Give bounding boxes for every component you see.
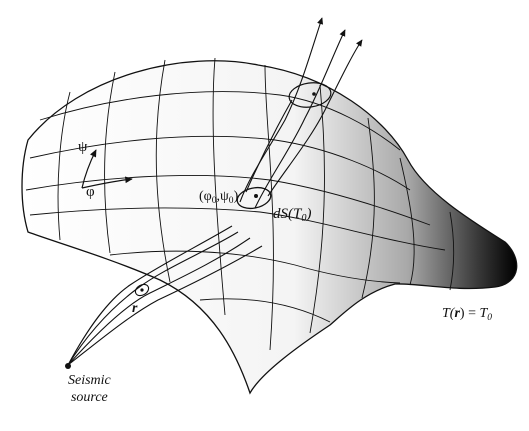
seismic-source-point bbox=[65, 363, 71, 369]
area-element-label: dS(T0) bbox=[273, 207, 311, 224]
wavefront-equation-label: T(r) = T0 bbox=[442, 307, 492, 323]
tube-point-upper bbox=[312, 92, 316, 96]
tube-point-dS bbox=[254, 194, 258, 198]
phi-label: φ bbox=[86, 185, 95, 200]
psi-label: ψ bbox=[78, 140, 87, 155]
position-vector-label: r bbox=[132, 302, 137, 316]
seismic-source-label: Seismic source bbox=[68, 373, 111, 407]
origin-coordinates-label: (φ0,ψ0) bbox=[199, 190, 238, 206]
tube-point-near-source bbox=[140, 288, 143, 291]
